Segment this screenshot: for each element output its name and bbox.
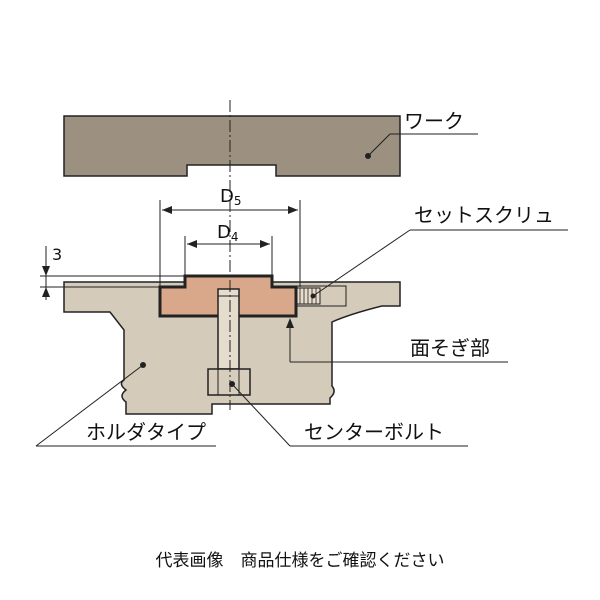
d5-label: D5 (220, 186, 242, 208)
d4-label: D4 (217, 222, 239, 244)
holder-type-label: ホルダタイプ (86, 420, 206, 444)
work-leader-line (367, 133, 391, 157)
work-piece (63, 115, 401, 177)
set-screw-leader-line (312, 229, 411, 297)
depth-label: 3 (52, 245, 62, 264)
work-label: ワーク (404, 109, 464, 133)
center-bolt-label: センターボルト (304, 420, 444, 444)
set-screw-label: セットスクリュ (414, 203, 554, 227)
holder-type-leader-line (35, 364, 144, 447)
caption: 代表画像 商品仕様をご確認ください (156, 551, 445, 571)
spot-face-label: 面そぎ部 (410, 336, 490, 360)
center-bolt-leader-line (231, 383, 291, 447)
center-bolt-shank (217, 288, 240, 370)
center-bolt-head (207, 368, 251, 396)
